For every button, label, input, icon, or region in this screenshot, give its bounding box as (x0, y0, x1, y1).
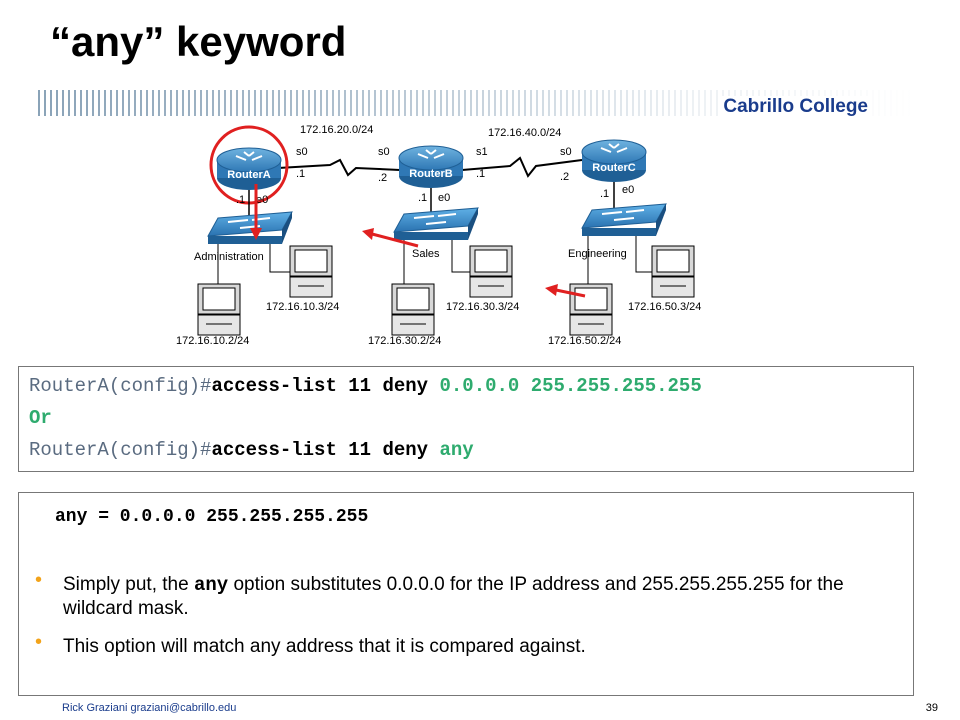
link-bc-right-ip: .2 (560, 171, 569, 183)
link-ab-network: 172.16.20.0/24 (300, 124, 373, 136)
bullet-2: This option will match any address that … (63, 636, 586, 657)
host-sales-1-ip: 172.16.30.2/24 (368, 335, 441, 347)
command-box: RouterA(config)#access-list 11 deny 0.0.… (18, 366, 914, 472)
command-2-arg: any (439, 439, 474, 461)
link-bc-left-if: s1 (476, 146, 488, 158)
host-sales-2-ip: 172.16.30.3/24 (446, 301, 519, 313)
host-sales-1[interactable] (391, 283, 435, 336)
footer-author: Rick Graziani graziani@cabrillo.edu (62, 702, 237, 714)
host-eng-2-ip: 172.16.50.3/24 (628, 301, 701, 313)
link-bc-right-if: s0 (560, 146, 572, 158)
command-line-2: RouterA(config)#access-list 11 deny any (29, 439, 474, 461)
prompt-2: RouterA(config)# (29, 439, 212, 461)
host-eng-2[interactable] (651, 245, 695, 298)
router-c-label: RouterC (592, 162, 635, 174)
router-a-label: RouterA (227, 169, 270, 181)
lan-c-if: e0 (622, 184, 634, 196)
slide-title: “any” keyword (50, 18, 347, 65)
network-diagram: RouterA RouterB RouterC 172.16.20.0/24 s… (176, 124, 701, 347)
serial-link-bc (461, 156, 583, 178)
bullet-icon: • (35, 631, 43, 653)
host-eng-1[interactable] (569, 283, 613, 336)
red-arrow-routerA-down (250, 184, 262, 240)
bullet-icon: • (35, 569, 43, 591)
host-admin-2[interactable] (289, 245, 333, 298)
serial-link-ab (277, 158, 401, 177)
host-admin-1-ip: 172.16.10.2/24 (176, 335, 249, 347)
host-admin-2-ip: 172.16.10.3/24 (266, 301, 339, 313)
lan-a-ip: .1 (236, 194, 245, 206)
host-eng-1-ip: 172.16.50.2/24 (548, 335, 621, 347)
host-admin-1[interactable] (197, 283, 241, 336)
lan-b-if: e0 (438, 192, 450, 204)
prompt-1: RouterA(config)# (29, 375, 212, 397)
lan-b-ip: .1 (418, 192, 427, 204)
router-b[interactable]: RouterB (398, 145, 464, 188)
red-arrow-sales-left (362, 228, 419, 248)
command-1-arg: 0.0.0.0 255.255.255.255 (439, 375, 702, 397)
router-c[interactable]: RouterC (581, 139, 647, 182)
link-ab-left-ip: .1 (296, 168, 305, 180)
brand-label: Cabrillo College (719, 96, 872, 118)
command-2: access-list 11 deny (211, 439, 440, 461)
segment-engineering: Engineering (568, 248, 627, 260)
link-bc-network: 172.16.40.0/24 (488, 127, 561, 139)
link-ab-right-ip: .2 (378, 172, 387, 184)
link-ab-left-if: s0 (296, 146, 308, 158)
lan-c-ip: .1 (600, 188, 609, 200)
segment-administration: Administration (194, 251, 264, 263)
lan-a-if: e0 (256, 194, 268, 206)
info-box: any = 0.0.0.0 255.255.255.255 • Simply p… (18, 492, 914, 696)
red-arrow-eng-left (545, 284, 586, 298)
host-sales-2[interactable] (469, 245, 513, 298)
or-label: Or (29, 407, 52, 429)
bullet-1: Simply put, the any option substitutes 0… (63, 574, 844, 619)
any-definition: any = 0.0.0.0 255.255.255.255 (55, 507, 369, 527)
segment-sales: Sales (412, 248, 440, 260)
command-1: access-list 11 deny (211, 375, 440, 397)
page-number: 39 (925, 702, 938, 714)
switch-administration[interactable] (207, 211, 293, 244)
router-b-label: RouterB (409, 168, 452, 180)
link-bc-left-ip: .1 (476, 168, 485, 180)
switch-sales[interactable] (393, 207, 479, 240)
switch-engineering[interactable] (581, 203, 667, 236)
router-a[interactable]: RouterA (216, 147, 282, 190)
link-ab-right-if: s0 (378, 146, 390, 158)
command-line-1: RouterA(config)#access-list 11 deny 0.0.… (29, 375, 702, 397)
